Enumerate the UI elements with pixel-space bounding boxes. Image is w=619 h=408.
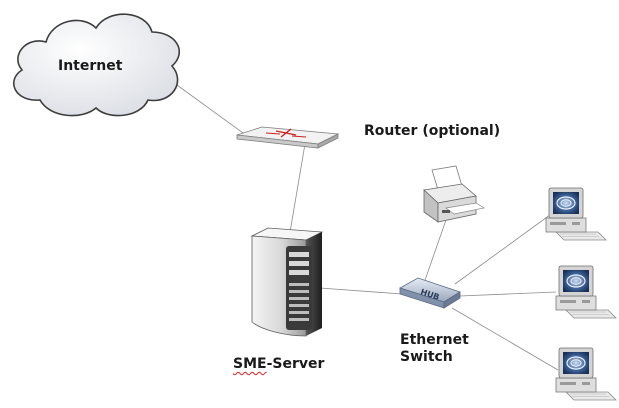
switch-label-line1: Ethernet bbox=[400, 332, 469, 348]
server-label: SME-Server bbox=[233, 356, 324, 373]
link-switch-workstation-top bbox=[454, 211, 555, 285]
router-label: Router (optional) bbox=[364, 123, 501, 139]
link-printer-switch bbox=[423, 219, 447, 284]
switch-label-line2: Switch bbox=[400, 349, 453, 365]
router-icon bbox=[236, 126, 340, 149]
server-tower-icon bbox=[250, 227, 324, 337]
internet-label: Internet bbox=[58, 58, 123, 74]
ethernet-switch-label: Ethernet Switch bbox=[400, 332, 469, 366]
link-router-server bbox=[288, 143, 306, 239]
printer-icon bbox=[423, 165, 485, 223]
server-label-part2: -Server bbox=[266, 356, 325, 372]
workstation-top-icon bbox=[545, 187, 607, 241]
link-switch-workstation-bottom bbox=[451, 307, 559, 371]
link-internet-router bbox=[169, 79, 251, 139]
ethernet-switch-icon: HUB bbox=[398, 277, 461, 309]
workstation-middle-icon bbox=[555, 265, 617, 319]
workstation-bottom-icon bbox=[555, 347, 617, 401]
internet-cloud-icon bbox=[12, 13, 181, 117]
server-label-part1: SME bbox=[233, 356, 267, 372]
link-server-switch bbox=[319, 287, 403, 295]
connection-lines bbox=[169, 79, 559, 371]
link-switch-workstation-middle bbox=[459, 291, 557, 297]
